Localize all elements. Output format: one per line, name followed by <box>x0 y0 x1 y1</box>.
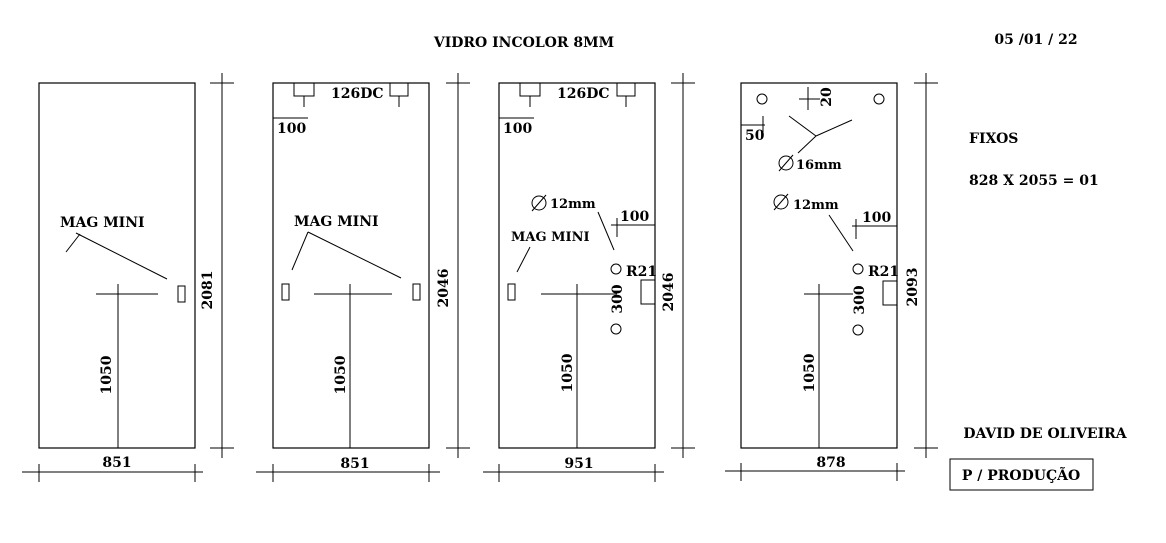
panel-3-hole-offset: 100 <box>620 209 649 225</box>
panel-4-radius: R21 <box>868 264 899 280</box>
panel-4-top-hole-right <box>873 93 885 105</box>
panel-4-top-hole-left <box>756 93 768 105</box>
author-name: DAVID DE OLIVEIRA <box>963 426 1127 442</box>
panel-3-hinge-label: 126DC <box>557 86 610 102</box>
panel-3-height: 2046 <box>661 273 677 312</box>
panel-4-top-offset: 20 <box>819 87 835 107</box>
production-stamp: P / PRODUÇÃO <box>962 465 1080 484</box>
panel-3: 951 2046 126DC 100 12mm 100 300 R21 1050 <box>483 73 695 482</box>
panel-2-mag-mini-label: MAG MINI <box>294 214 379 230</box>
panel-1-mag-mini-label: MAG MINI <box>60 215 145 231</box>
panel-3-diameter-symbol <box>531 195 547 211</box>
panel-2-height: 2046 <box>436 269 452 308</box>
panel-4-hole-top <box>852 263 864 275</box>
panel-4-top-diameter-symbol <box>778 155 794 171</box>
panel-1: 851 2081 1050 MAG MINI <box>22 73 234 482</box>
panel-1-height: 2081 <box>200 271 216 310</box>
panel-4-width: 878 <box>816 455 845 471</box>
panel-4-hole-diameter: 12mm <box>793 198 839 213</box>
panel-1-lock-slot <box>177 285 186 303</box>
panel-4-diameter-symbol <box>773 194 789 210</box>
panel-3-hole-top <box>610 263 622 275</box>
panel-3-width: 951 <box>564 456 593 472</box>
panel-3-hole-spacing: 300 <box>610 284 626 313</box>
panel-4-height: 2093 <box>905 268 921 307</box>
panel-4-top-hole-diameter: 16mm <box>796 158 842 173</box>
fixos-spec: 828 X 2055 = 01 <box>969 173 1099 189</box>
panel-4-hole-offset: 100 <box>862 210 891 226</box>
panel-3-hinge-offset: 100 <box>503 121 532 137</box>
panel-4-side-offset: 50 <box>745 128 765 144</box>
panel-2-lock-slot-right <box>412 283 421 301</box>
panel-3-radius: R21 <box>626 264 657 280</box>
production-stamp-box <box>949 458 1094 491</box>
panel-3-mag-mini-label: MAG MINI <box>511 230 590 245</box>
panel-1-outline <box>38 82 196 449</box>
panel-1-handle-height: 1050 <box>99 355 115 394</box>
panel-2-hinge-label: 126DC <box>331 86 384 102</box>
panel-4-hole-spacing: 300 <box>852 285 868 314</box>
panel-3-hole-diameter: 12mm <box>550 197 596 212</box>
fixos-label: FIXOS <box>969 131 1018 147</box>
panel-2-outline <box>272 82 430 449</box>
panel-3-lock-slot <box>507 283 516 301</box>
panel-2-handle-height: 1050 <box>333 355 349 394</box>
panel-4-hole-bottom <box>852 324 864 336</box>
panel-2-width: 851 <box>340 456 369 472</box>
panel-2-hinge-offset: 100 <box>277 121 306 137</box>
panel-2-lock-slot-left <box>281 283 290 301</box>
panel-1-width: 851 <box>102 455 131 471</box>
drawing-date: 05 /01 / 22 <box>994 32 1077 48</box>
panel-4-handle-height: 1050 <box>802 353 818 392</box>
panel-2: 851 2046 126DC 100 1050 MAG MINI <box>256 73 470 482</box>
panel-3-notch <box>640 279 655 305</box>
panel-3-hole-bottom <box>610 323 622 335</box>
drawing-title: VIDRO INCOLOR 8MM <box>433 35 614 51</box>
panel-3-handle-height: 1050 <box>560 353 576 392</box>
panel-4: 878 2093 20 50 16mm 12mm 100 300 <box>725 73 938 481</box>
panel-4-notch <box>882 280 897 306</box>
